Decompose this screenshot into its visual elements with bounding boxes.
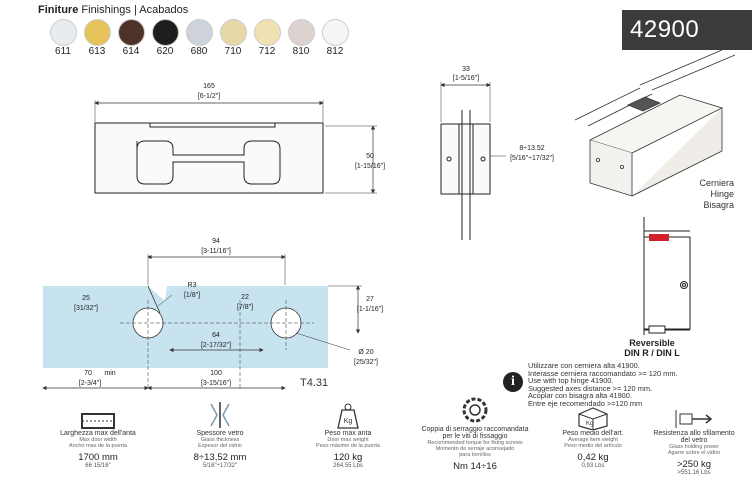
dim-100: 100 (210, 370, 222, 377)
dim-165-in: [6-1/2"] (198, 93, 220, 100)
spec-door-width: Larghezza max dell'anta Max door width A… (48, 398, 148, 469)
top-view (94, 122, 324, 194)
svg-text:Kg: Kg (344, 418, 353, 425)
spec-door-max-weight: Kg Peso max anta Door max weight Peso má… (298, 398, 398, 469)
swatch-code: 680 (190, 46, 208, 57)
dim-27-in: [1-1/16"] (357, 306, 383, 313)
svg-text:Kg: Kg (586, 421, 593, 427)
dim-33-in: [1-5/16"] (453, 75, 479, 82)
dim-33: 33 (462, 66, 470, 73)
weight-icon: Kg (337, 403, 359, 429)
swatch-code: 812 (326, 46, 344, 57)
dim-glass-range-in: [5/16"÷17/32"] (510, 155, 554, 162)
box-weight-icon: Kg (578, 407, 608, 430)
isometric-view (574, 49, 736, 197)
pull-out-icon (675, 410, 713, 428)
dim-70-in: [2-3/4"] (79, 380, 101, 387)
swatch-620 (152, 19, 179, 46)
product-code-badge: 42900 (622, 10, 752, 50)
dim-100-in: [3-15/16"] (201, 380, 231, 387)
swatch-code: 712 (258, 46, 276, 57)
dim-50: 50 (366, 153, 374, 160)
dim-64: 64 (212, 332, 220, 339)
finishes-title: Finiture Finishings | Acabados (38, 4, 189, 16)
info-icon: i (503, 372, 523, 392)
glass-thickness-icon (210, 402, 230, 428)
swatch-680 (186, 19, 213, 46)
dim-94-in: [3-11/16"] (201, 248, 231, 255)
dim-70-min: min (104, 370, 115, 377)
spec-glass-thickness: Spessore vetro Glass thickness Espesor d… (170, 398, 270, 469)
dim-165: 165 (203, 83, 215, 90)
glass-cut-view (43, 285, 328, 390)
dim-50-in: [1-15/16"] (355, 163, 385, 170)
hinge-label: Cerniera Hinge Bisagra (699, 178, 734, 210)
info-text: Utilizzare con cerniera alta 41900. Inte… (528, 361, 678, 408)
dim-d20: Ø 20 (358, 349, 373, 356)
swatch-812 (322, 19, 349, 46)
swatch-810 (288, 19, 315, 46)
swatch-613 (84, 19, 111, 46)
dim-glass-range: 8÷13.52 (519, 145, 544, 152)
dim-r3-in: [1/8"] (184, 292, 200, 299)
swatch-code: 614 (122, 46, 140, 57)
dim-70: 70 (84, 370, 92, 377)
dim-25: 25 (82, 295, 90, 302)
width-icon (81, 413, 115, 429)
spec-item-weight: Kg Peso medio dell'art. Average item wei… (543, 398, 643, 469)
swatch-611 (50, 19, 77, 46)
swatch-code: 810 (292, 46, 310, 57)
swatch-710 (220, 19, 247, 46)
swatch-614 (118, 19, 145, 46)
dim-r3: R3 (188, 282, 197, 289)
dim-94: 94 (212, 238, 220, 245)
spec-glass-holding: Resistenza allo sfilamento del vetro Gla… (640, 398, 748, 476)
door-schematic (643, 217, 691, 335)
torque-icon (462, 397, 488, 423)
swatch-code: 620 (156, 46, 174, 57)
dim-22: 22 (241, 294, 249, 301)
glass-code: T4.31 (300, 377, 329, 389)
dim-27: 27 (366, 296, 374, 303)
dim-d20-in: [25/32"] (354, 359, 378, 366)
reversible-label: Reversible DIN R / DIN L (624, 338, 680, 358)
swatch-code: 611 (55, 46, 71, 57)
swatch-712 (254, 19, 281, 46)
dim-64-in: [2-17/32"] (201, 342, 231, 349)
dim-25-in: [31/32"] (74, 305, 98, 312)
swatch-code: 710 (224, 46, 242, 57)
spec-torque: Coppia di serraggio raccomandata per le … (405, 394, 545, 472)
side-view (440, 110, 491, 240)
dim-22-in: [7/8"] (237, 304, 253, 311)
swatch-code: 613 (88, 46, 106, 57)
